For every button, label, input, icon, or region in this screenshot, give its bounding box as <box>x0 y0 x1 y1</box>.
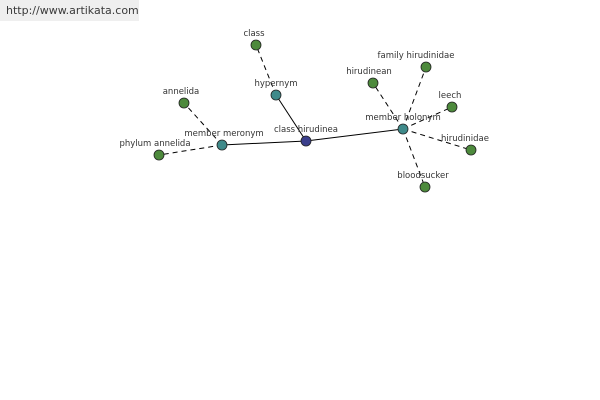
node-member-holonym[interactable]: member holonym <box>365 113 441 135</box>
node-marker-class[interactable] <box>250 39 262 51</box>
node-member-meronym[interactable]: member meronym <box>184 129 264 151</box>
node-label-hypernym[interactable]: hypernym <box>254 79 297 89</box>
node-phylum-annelida[interactable]: phylum annelida <box>119 139 191 161</box>
edge-member-meronym-to-annelida <box>183 102 223 146</box>
node-leech[interactable]: leech <box>439 91 462 113</box>
node-annelida[interactable]: annelida <box>163 87 200 109</box>
node-marker-annelida[interactable] <box>178 97 190 109</box>
node-hypernym[interactable]: hypernym <box>254 79 298 101</box>
node-marker-class-hirudinea[interactable] <box>300 135 312 147</box>
node-marker-phylum-annelida[interactable] <box>153 149 165 161</box>
node-label-member-meronym[interactable]: member meronym <box>184 129 263 139</box>
node-label-class-hirudinea[interactable]: class hirudinea <box>274 125 338 135</box>
node-marker-hypernym[interactable] <box>270 89 282 101</box>
node-label-leech[interactable]: leech <box>439 91 462 101</box>
node-family-hirudinidae[interactable]: family hirudinidae <box>378 51 455 73</box>
source-banner: http://www.artikata.com <box>0 0 139 21</box>
node-label-bloodsucker[interactable]: bloodsucker <box>397 171 449 181</box>
node-class[interactable]: class <box>243 29 265 51</box>
edges-layer <box>158 44 472 188</box>
node-label-family-hirudinidae[interactable]: family hirudinidae <box>378 51 455 61</box>
node-bloodsucker[interactable]: bloodsucker <box>397 171 449 193</box>
node-marker-member-holonym[interactable] <box>397 123 409 135</box>
nodes-layer: class hirudinea hypernym member meronym mem… <box>119 29 489 193</box>
edge-member-meronym-to-phylum-annelida <box>158 144 223 156</box>
node-label-hirudinean[interactable]: hirudinean <box>346 67 392 77</box>
source-url[interactable]: http://www.artikata.com <box>6 4 139 17</box>
edge-class-hirudinea-to-hypernym <box>275 94 307 142</box>
node-label-class[interactable]: class <box>243 29 265 39</box>
node-marker-bloodsucker[interactable] <box>419 181 431 193</box>
node-marker-family-hirudinidae[interactable] <box>420 61 432 73</box>
edge-member-holonym-to-hirudinidae <box>402 128 472 151</box>
edge-member-holonym-to-bloodsucker <box>402 128 426 188</box>
node-hirudinean[interactable]: hirudinean <box>346 67 392 89</box>
node-class-hirudinea[interactable]: class hirudinea <box>274 125 338 147</box>
edge-member-holonym-to-family-hirudinidae <box>402 66 427 130</box>
node-marker-hirudinidae[interactable] <box>465 144 477 156</box>
node-label-annelida[interactable]: annelida <box>163 87 200 97</box>
node-label-hirudinidae[interactable]: hirudinidae <box>441 134 489 144</box>
node-marker-member-meronym[interactable] <box>216 139 228 151</box>
node-marker-leech[interactable] <box>446 101 458 113</box>
node-label-member-holonym[interactable]: member holonym <box>365 113 440 123</box>
edge-member-holonym-to-hirudinean <box>372 82 404 130</box>
node-hirudinidae[interactable]: hirudinidae <box>441 134 489 156</box>
edge-class-hirudinea-to-member-meronym <box>221 140 307 146</box>
node-label-phylum-annelida[interactable]: phylum annelida <box>119 139 190 149</box>
node-marker-hirudinean[interactable] <box>367 77 379 89</box>
edge-class-hirudinea-to-member-holonym <box>305 128 404 142</box>
